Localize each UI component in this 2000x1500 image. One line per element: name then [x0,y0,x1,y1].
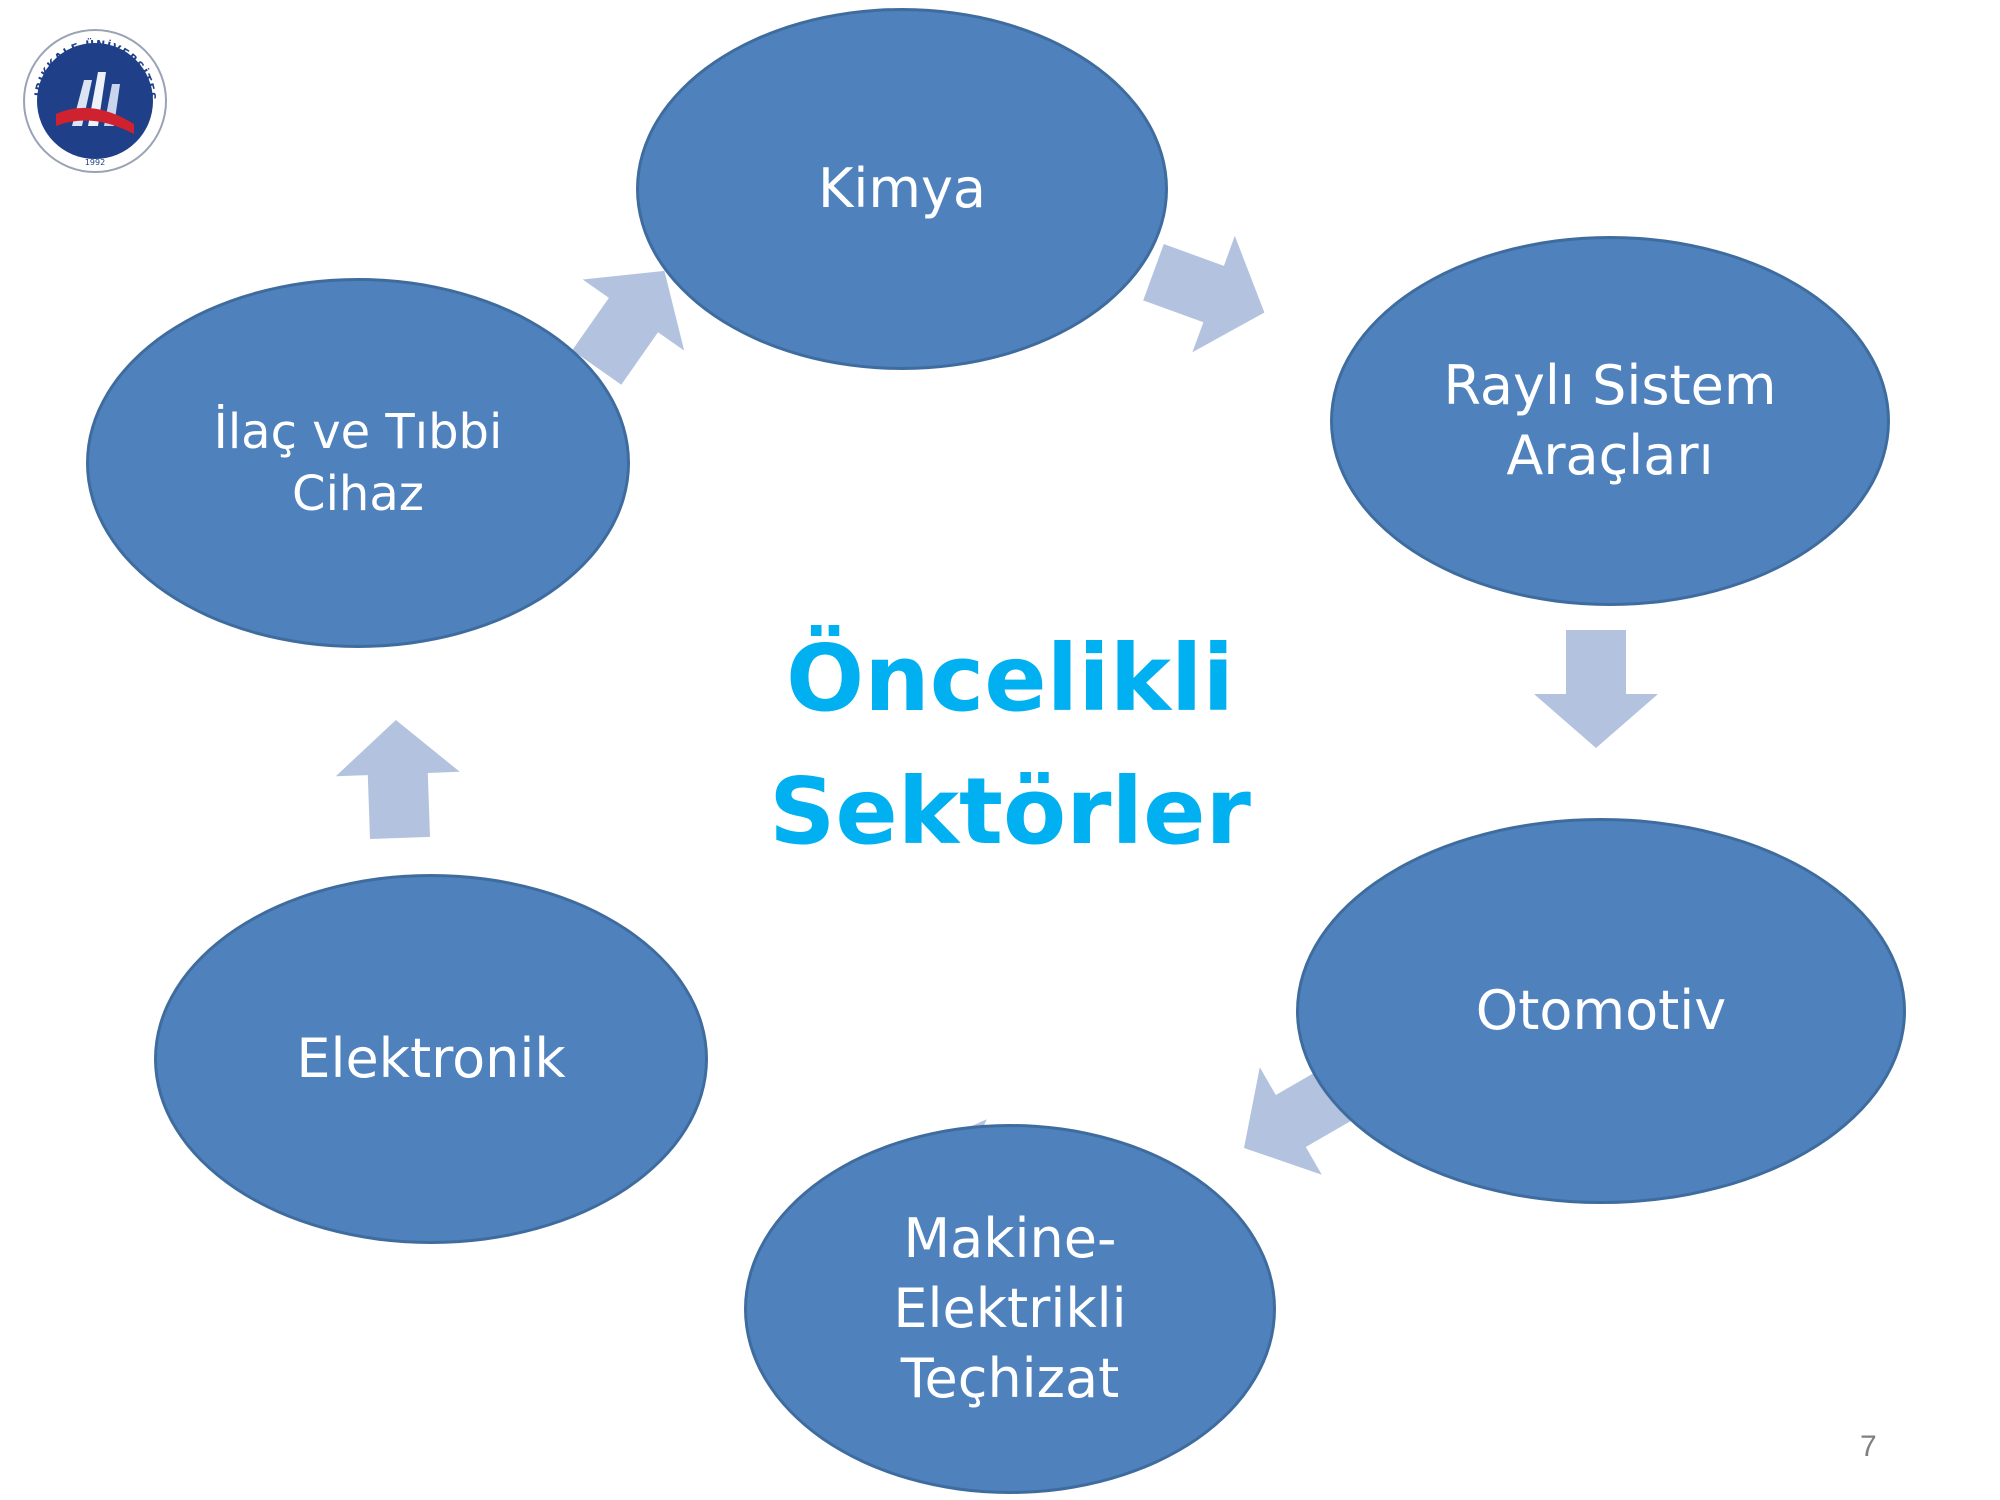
logo-year: 1992 [85,158,105,167]
page-number: 7 [1860,1430,1877,1463]
node-makine-elektrikli: Makine- Elektrikli Teçhizat [744,1124,1276,1494]
arrow-ilac-to-kimya [572,270,685,385]
node-ilac-tibbi-cihaz: İlaç ve Tıbbi Cihaz [86,278,630,648]
node-rayli-sistem: Raylı Sistem Araçları [1330,236,1890,606]
node-otomotiv: Otomotiv [1296,818,1906,1204]
node-elektronik-label: Elektronik [296,1026,566,1090]
node-elektronik: Elektronik [154,874,708,1244]
arrow-kimya-to-rayli [1143,235,1265,353]
center-title-line-2: Sektörler [769,758,1251,866]
node-ilac-tibbi-cihaz-label: İlaç ve Tıbbi Cihaz [213,403,503,522]
node-rayli-sistem-label: Raylı Sistem Araçları [1443,353,1777,487]
node-otomotiv-label: Otomotiv [1475,978,1727,1042]
node-makine-elektrikli-label: Makine- Elektrikli Teçhizat [893,1206,1127,1411]
arrow-rayli-to-otomotiv [1534,630,1658,748]
university-logo: KIRIKKALE ÜNİVERSİTESİ 1992 [22,28,167,173]
node-kimya: Kimya [636,8,1168,370]
center-title: Öncelikli Sektörler [690,612,1330,879]
node-kimya-label: Kimya [817,156,987,220]
arrow-elektronik-to-ilac [335,720,460,839]
center-title-line-1: Öncelikli [786,625,1234,732]
